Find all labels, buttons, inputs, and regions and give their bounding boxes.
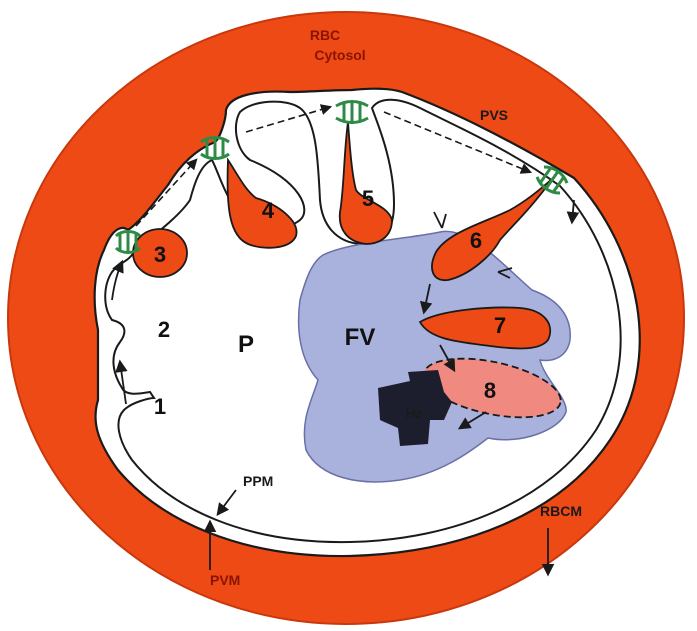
step-8: 8 — [484, 378, 496, 403]
label-rbc: RBC — [310, 27, 340, 43]
label-ppm: PPM — [243, 473, 273, 489]
step-2: 2 — [158, 317, 170, 342]
step-4: 4 — [262, 198, 275, 223]
label-cytosol: Cytosol — [314, 47, 365, 63]
step-5: 5 — [362, 186, 374, 211]
label-hz: Hz — [405, 405, 422, 421]
step-7: 7 — [494, 313, 506, 338]
label-p: P — [238, 331, 254, 358]
label-fv: FV — [345, 324, 376, 351]
label-pvs: PVS — [480, 107, 508, 123]
label-rbcm: RBCM — [540, 503, 582, 519]
step-1: 1 — [154, 394, 166, 419]
label-pvm: PVM — [210, 572, 240, 588]
step-3: 3 — [154, 242, 166, 267]
step-6: 6 — [470, 228, 482, 253]
junction-3 — [116, 230, 140, 254]
